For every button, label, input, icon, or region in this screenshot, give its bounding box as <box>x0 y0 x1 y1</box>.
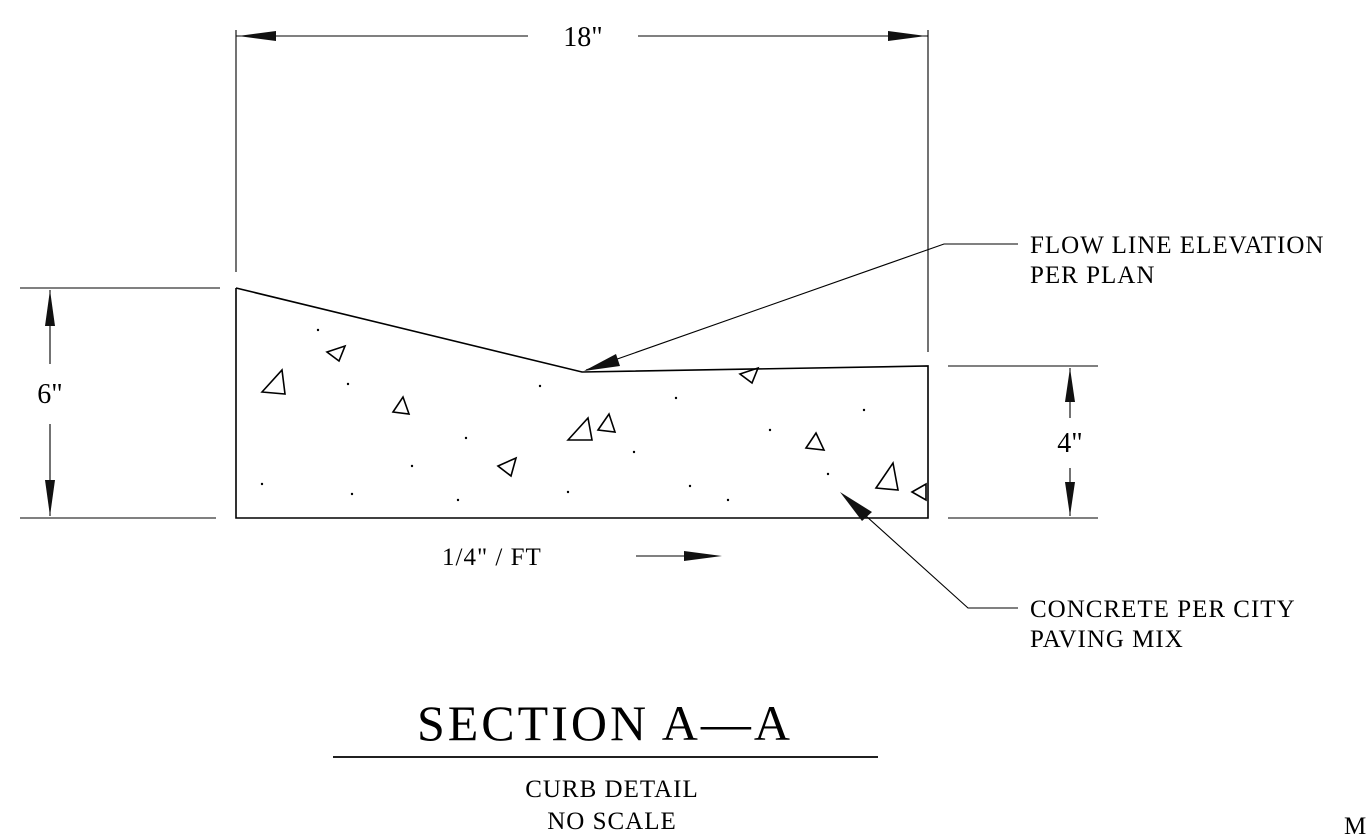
width-arrow-right <box>888 31 926 41</box>
curb-section-outline <box>235 287 929 519</box>
width-label: 18" <box>563 22 602 53</box>
aggregate-dot <box>260 482 264 486</box>
aggregate-dot <box>688 484 692 488</box>
left-height-label: 6" <box>37 379 62 410</box>
aggregate-dot <box>346 382 350 386</box>
slope-label: 1/4" / FT <box>442 544 542 571</box>
aggregate-mark <box>566 416 593 441</box>
width-dimension: 18" <box>235 22 929 352</box>
subtitle-line-1: CURB DETAIL <box>525 776 699 803</box>
concrete-profile <box>235 287 929 519</box>
right-dim-arrow-up <box>1065 368 1075 402</box>
aggregate-mark <box>391 395 411 415</box>
left-dim-arrow-up <box>45 290 55 326</box>
right-height-label: 4" <box>1057 428 1082 459</box>
flow-line-text-2: PER PLAN <box>1030 262 1155 289</box>
concrete-callout: CONCRETE PER CITY PAVING MIX <box>840 492 1296 653</box>
aggregate-dot <box>538 384 542 388</box>
aggregate-mark <box>260 368 286 395</box>
aggregate-dot <box>316 328 320 332</box>
concrete-leader-arrow <box>840 492 872 521</box>
aggregate-dot <box>674 396 678 400</box>
aggregate-dot <box>726 498 730 502</box>
aggregate-dot <box>768 428 772 432</box>
corner-mark: M <box>1344 813 1367 840</box>
aggregate-mark <box>804 431 826 451</box>
flow-line-callout: FLOW LINE ELEVATION PER PLAN <box>584 232 1324 371</box>
aggregate-dot <box>826 472 830 476</box>
flow-line-text-1: FLOW LINE ELEVATION <box>1030 232 1324 259</box>
aggregate-dot <box>464 436 468 440</box>
slope-arrow-head <box>684 551 722 561</box>
left-dim-arrow-down <box>45 480 55 516</box>
slope-note: 1/4" / FT <box>442 544 722 571</box>
aggregate-mark <box>596 412 617 433</box>
aggregate-mark <box>738 366 760 385</box>
concrete-text-1: CONCRETE PER CITY <box>1030 596 1296 623</box>
right-dim-arrow-down <box>1065 482 1075 516</box>
aggregate-dot <box>350 492 354 496</box>
aggregate-dot <box>456 498 460 502</box>
concrete-aggregate-hatch <box>260 328 927 502</box>
concrete-text-2: PAVING MIX <box>1030 626 1184 653</box>
aggregate-mark <box>910 482 927 502</box>
aggregate-dot <box>566 490 570 494</box>
aggregate-mark <box>496 456 518 478</box>
aggregate-mark <box>325 344 347 363</box>
right-height-dimension: 4" <box>948 365 1098 519</box>
subtitle-line-2: NO SCALE <box>547 808 677 835</box>
aggregate-dot <box>410 464 414 468</box>
left-height-dimension: 6" <box>20 287 220 519</box>
width-arrow-left <box>238 31 276 41</box>
title-block: SECTION A—A CURB DETAIL NO SCALE <box>333 695 878 835</box>
flow-line-leader <box>585 243 1018 371</box>
section-title: SECTION A—A <box>417 695 793 751</box>
aggregate-mark <box>874 460 899 491</box>
concrete-leader <box>845 497 1018 609</box>
aggregate-dot <box>632 450 636 454</box>
aggregate-dot <box>862 408 866 412</box>
flow-line-leader-arrow <box>584 354 620 371</box>
